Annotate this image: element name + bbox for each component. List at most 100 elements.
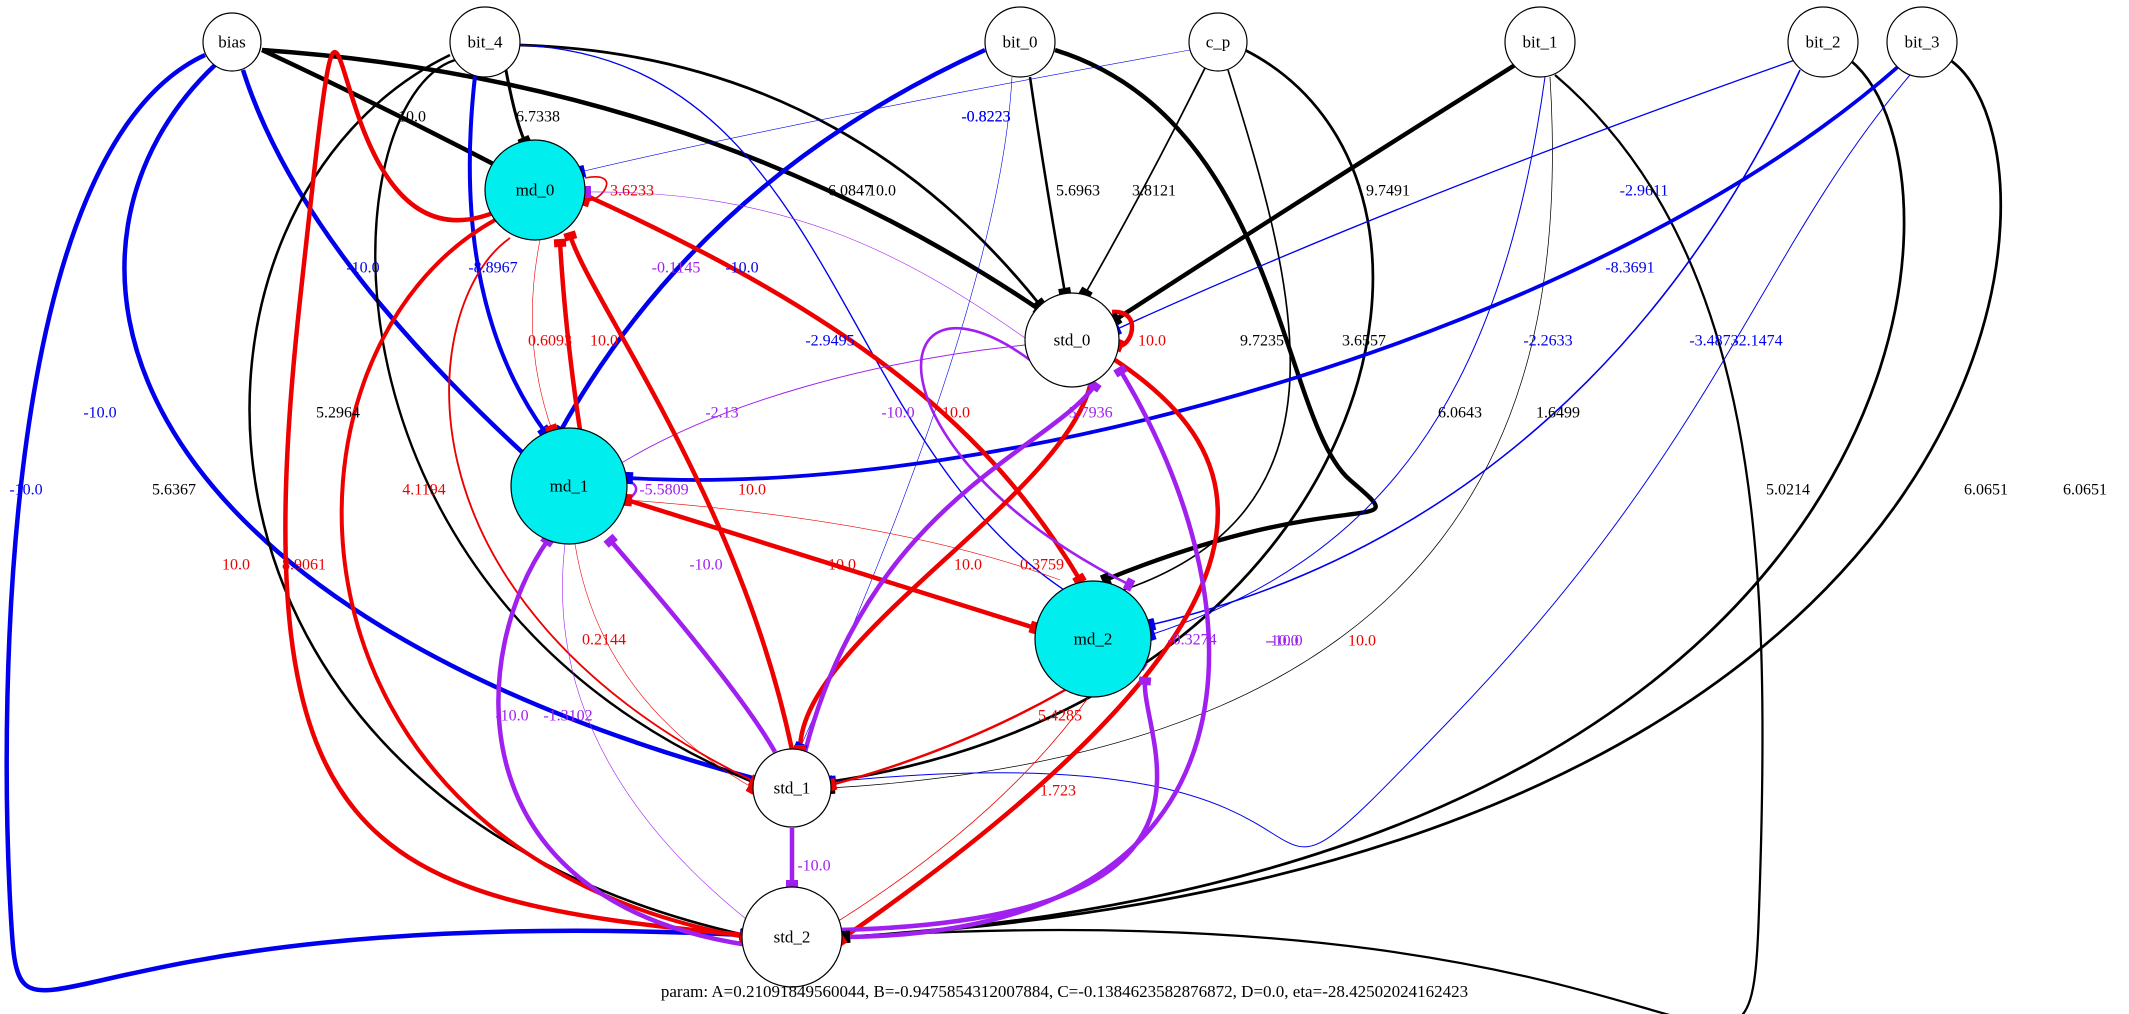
edge-weight-label-std_0-to-std_0: 10.0 <box>1138 333 1166 350</box>
edge-weight-label-bit_1-to-std_1: 1.6499 <box>1536 405 1580 422</box>
node-label-std_1: std_1 <box>774 779 811 798</box>
edge-bit_4-to-md_0 <box>503 64 527 143</box>
edge-weight-label-c_p-to-std_0: 3.8121 <box>1132 183 1176 200</box>
edge-bit_0-to-md_2 <box>1054 47 1378 583</box>
edge-bias-to-md_0 <box>261 47 507 172</box>
edge-std_1-to-md_0 <box>567 234 795 751</box>
edge-weight-label-md_1-to-md_2: 10.0 <box>828 557 856 574</box>
edge-labels-layer: 10.0-10.010.0-10.0-10.06.7338-8.89676.08… <box>9 109 2107 875</box>
node-circle-c_p <box>1188 12 1248 72</box>
edge-std_0-to-std_2 <box>838 358 1221 942</box>
edge-weight-label-std_0-to-md_0: -0.1145 <box>652 260 701 277</box>
edge-weight-label-bias-to-std_2: -10.0 <box>9 482 42 499</box>
edge-std_0-to-md_1 <box>609 344 1026 471</box>
node-label-bias: bias <box>218 33 245 52</box>
edge-arrowhead-std_2-to-md_2 <box>1138 676 1152 686</box>
edge-bit_4-to-std_1 <box>374 58 761 787</box>
edge-c_p-to-std_1 <box>827 48 1375 784</box>
edge-arrowhead-std_0-to-md_2 <box>1122 577 1136 592</box>
edge-bit_0-to-std_0 <box>1028 76 1067 294</box>
node-label-md_1: md_1 <box>550 477 589 496</box>
edge-weight-label-c_p-to-md_0: -0.8223 <box>961 109 1010 126</box>
edge-arrowhead-bit_4-to-std_0 <box>1032 297 1047 312</box>
edge-arrowhead-md_0-to-md_2 <box>1072 572 1087 586</box>
node-circle-md_2 <box>1034 580 1152 698</box>
node-label-bit_1: bit_1 <box>1523 33 1558 52</box>
edge-bit_1-to-std_0 <box>1113 63 1517 322</box>
node-md_2: md_2 <box>1034 580 1152 698</box>
edge-weight-label-md_1-to-std_2: -1.3102 <box>543 708 592 725</box>
node-std_1: std_1 <box>752 748 832 828</box>
edge-weight-label-bit_4-to-md_2: -2.9495 <box>805 333 854 350</box>
node-bit_4: bit_4 <box>449 6 521 78</box>
edge-weight-label-std_0-to-md_1: -2.13 <box>705 405 738 422</box>
edge-bit_4-to-std_0 <box>519 43 1042 306</box>
edge-weight-label-bit_3-to-std_1: -2.1474 <box>1733 333 1782 350</box>
edge-weight-label-md_2-to-md_2: -0.3274 <box>1167 632 1216 649</box>
edge-md_2-to-std_1 <box>830 688 1066 787</box>
edge-weight-label-bit_4-to-std_1: 5.2964 <box>316 405 360 422</box>
edge-std_2-to-md_1 <box>496 538 749 948</box>
edge-weight-label-std_2-to-md_1: -10.0 <box>495 708 528 725</box>
node-label-md_0: md_0 <box>516 181 555 200</box>
edge-weight-label-md_0-to-std_1: 4.1194 <box>402 482 445 499</box>
edge-weight-label-std_0-to-md_2: -5.7936 <box>1063 405 1112 422</box>
edge-md_0-to-md_2 <box>584 192 1082 582</box>
node-std_0: std_0 <box>1024 292 1120 388</box>
edge-weight-label-std_2-to-md_2: -10.0 <box>1265 633 1298 650</box>
edge-weight-label-md_2-to-std_1: 5.4285 <box>1038 708 1082 725</box>
node-label-bit_3: bit_3 <box>1905 33 1940 52</box>
edge-bit_3-to-md_1 <box>627 63 1902 482</box>
edge-std_0-to-std_1 <box>797 385 1093 751</box>
node-md_0: md_0 <box>484 139 586 241</box>
edge-weight-label-c_p-to-md_2: 3.6557 <box>1342 333 1386 350</box>
node-circle-bit_4 <box>449 6 521 78</box>
edge-weight-label-bit_2-to-md_2: -3.4873 <box>1689 333 1738 350</box>
edge-weight-label-md_2-to-md_1: 0.3759 <box>1020 557 1064 574</box>
edge-std_1-to-md_1 <box>608 538 777 754</box>
edge-bit_0-to-md_1 <box>558 47 986 434</box>
node-bias: bias <box>202 12 262 72</box>
edge-weight-label-std_1-to-std_2: -10.0 <box>797 858 830 875</box>
edge-std_2-to-std_0 <box>841 368 1212 940</box>
edge-weight-label-bit_1-to-md_2: -2.2633 <box>1523 333 1572 350</box>
edge-bit_1-to-std_1 <box>829 76 1553 789</box>
edge-weight-label-bias-to-std_0: 10.0 <box>868 183 896 200</box>
edge-weight-label-md_0-to-md_2: 10.0 <box>942 405 970 422</box>
edge-weight-label-std_0-to-std_2: 10.0 <box>1348 633 1376 650</box>
edge-arrowhead-std_2-to-std_0 <box>1113 364 1128 378</box>
edge-weight-label-bit_4-to-md_1: -8.8967 <box>468 260 517 277</box>
edge-std_1-to-std_0 <box>802 383 1097 753</box>
edge-md_2-to-md_1 <box>626 499 1061 581</box>
node-circle-bit_3 <box>1886 6 1958 78</box>
edge-weight-label-bit_1-to-std_0: 9.7491 <box>1366 183 1410 200</box>
edge-weight-label-bit_3-to-std_2: 6.0651 <box>2063 482 2107 499</box>
node-circle-bias <box>202 12 262 72</box>
node-label-std_2: std_2 <box>774 928 811 947</box>
edge-weight-label-md_1-to-md_1: -5.5809 <box>639 482 688 499</box>
node-circle-bit_1 <box>1504 6 1576 78</box>
edge-std_0-to-md_2 <box>919 327 1131 587</box>
edge-bit_4-to-md_1 <box>467 75 547 434</box>
node-bit_0: bit_0 <box>984 6 1056 78</box>
edge-bit_3-to-std_2 <box>844 58 2002 939</box>
edge-weight-label-bit_3-to-md_1: -8.3691 <box>1605 260 1654 277</box>
node-bit_2: bit_2 <box>1787 6 1859 78</box>
edge-c_p-to-md_0 <box>579 49 1191 173</box>
edge-weight-label-bit_4-to-std_2: 5.6367 <box>152 482 196 499</box>
edge-weight-label-bit_4-to-md_0: 6.7338 <box>516 109 560 126</box>
edge-md_0-to-md_1 <box>532 239 553 431</box>
edge-bias-to-std_1 <box>122 63 761 783</box>
edge-weight-label-bias-to-md_1: -10.0 <box>346 260 379 277</box>
edge-md_1-to-md_0 <box>557 241 583 431</box>
node-circle-md_1 <box>510 427 628 545</box>
edge-bit_2-to-std_0 <box>1114 59 1796 331</box>
node-label-bit_2: bit_2 <box>1806 33 1841 52</box>
node-circle-md_0 <box>484 139 586 241</box>
edge-bit_1-to-std_2 <box>844 74 1764 1014</box>
edge-weight-label-bit_0-to-std_0: 5.6963 <box>1056 183 1100 200</box>
edge-bit_1-to-md_2 <box>1149 76 1546 636</box>
edge-arrowhead-std_1-to-std_2 <box>786 880 798 888</box>
